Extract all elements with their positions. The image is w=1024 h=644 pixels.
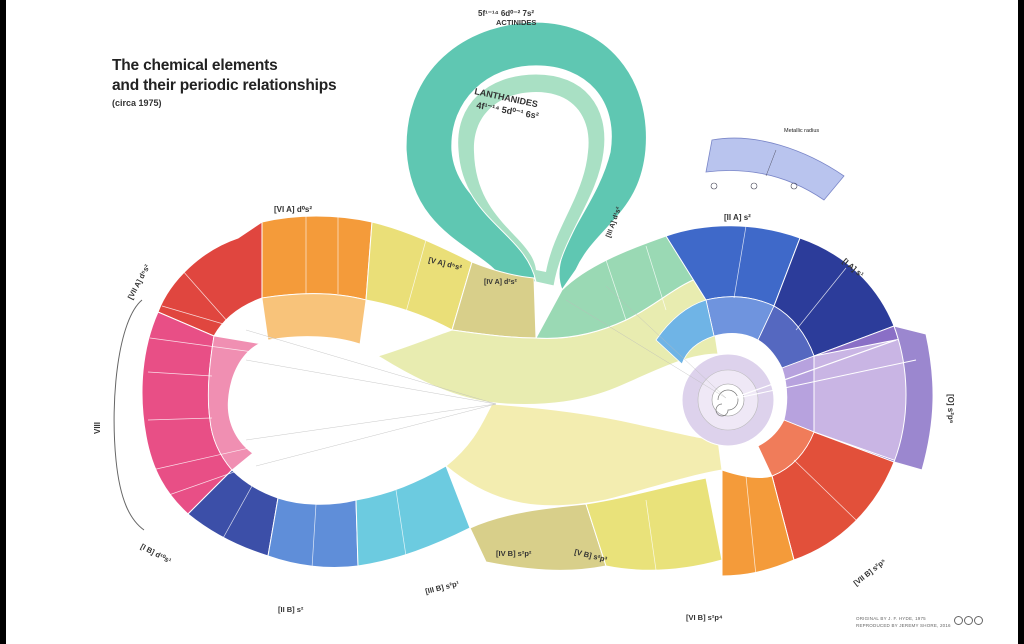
- legend-key: Metallic radius: [705, 128, 845, 201]
- actinides-config: 5f¹⁻¹⁴ 6d⁰⁻² 7s²: [478, 9, 534, 18]
- lower-central-band: [445, 403, 723, 507]
- label-iia: [II A] s²: [724, 213, 751, 222]
- group-ivb-sector: [469, 503, 607, 571]
- label-viii: VIII: [93, 422, 102, 434]
- via-inner-ring: [261, 293, 367, 345]
- title-line-2: and their periodic relationships: [112, 77, 337, 94]
- label-iib: [II B] s²: [278, 605, 304, 614]
- o-inner-ring: [781, 355, 819, 433]
- title-line-1: The chemical elements: [112, 57, 278, 74]
- subtitle: (circa 1975): [112, 98, 162, 108]
- credit-reproduced: REPRODUCED BY JEREMY SHORE, 2016: [856, 623, 951, 628]
- legend-proton-symbol: [750, 182, 758, 190]
- group-iiib-sector: [355, 465, 471, 567]
- right-lobe: [655, 225, 934, 577]
- by-icon: [964, 616, 973, 625]
- left-lobe-hole: [227, 337, 492, 469]
- legend-electron-symbol: [710, 182, 718, 190]
- cc-icon: [954, 616, 963, 625]
- label-iiib: [III B] s²p¹: [424, 579, 460, 596]
- connection-rays: [245, 285, 727, 467]
- viib-inner-ring: [757, 419, 815, 477]
- skyblue-ring: [655, 299, 715, 365]
- legend-divider: [765, 149, 777, 177]
- license-icons: [954, 612, 984, 630]
- legend-hint: Metallic radius: [784, 128, 819, 134]
- label-via: [VI A] d⁰s²: [274, 205, 312, 214]
- group-via-sector: [261, 215, 373, 301]
- viii-bracket: [113, 299, 145, 531]
- label-o: [O] s²p⁶: [946, 394, 955, 424]
- label-viib: [VII B] s²p⁵: [852, 556, 888, 587]
- left-lobe: [141, 215, 537, 568]
- group-vib-sector: [721, 469, 795, 577]
- sa-icon: [974, 616, 983, 625]
- central-bands: [376, 235, 723, 571]
- label-vib: [VI B] s²p⁴: [686, 613, 723, 622]
- actinides-band: [405, 21, 648, 292]
- credit-original: ORIGINAL BY J. F. HYDE, 1975: [856, 616, 926, 621]
- legend-band: [705, 137, 845, 201]
- periodic-spiral-diagram: [VI A] d⁰s² [VII A] d⁵s² VIII [V A] d⁵s²…: [93, 9, 955, 622]
- label-viia: [VII A] d⁵s²: [126, 263, 152, 301]
- label-ivb: [IV B] s²p²: [496, 549, 532, 558]
- actinide-loop: [405, 21, 648, 292]
- hub-ray-2: [727, 359, 917, 401]
- legend-neutron-symbol: [790, 182, 798, 190]
- hub-ray-1: [727, 339, 897, 401]
- cell-separators: [147, 216, 857, 577]
- label-ib: [I B] d¹⁰s¹: [139, 542, 173, 566]
- label-iva: [IV A] d²s²: [484, 279, 517, 286]
- group-iiia-sector: [535, 235, 708, 339]
- poster-canvas: [VI A] d⁰s² [VII A] d⁵s² VIII [V A] d⁵s²…: [6, 0, 1018, 644]
- o-outer-band: [893, 325, 934, 471]
- actinides-name: ACTINIDES: [496, 18, 536, 27]
- title-block: The chemical elements and their periodic…: [112, 56, 337, 108]
- group-vb-sector: [585, 477, 723, 571]
- hub-spiral: [715, 389, 739, 417]
- loop-hole: [473, 92, 589, 272]
